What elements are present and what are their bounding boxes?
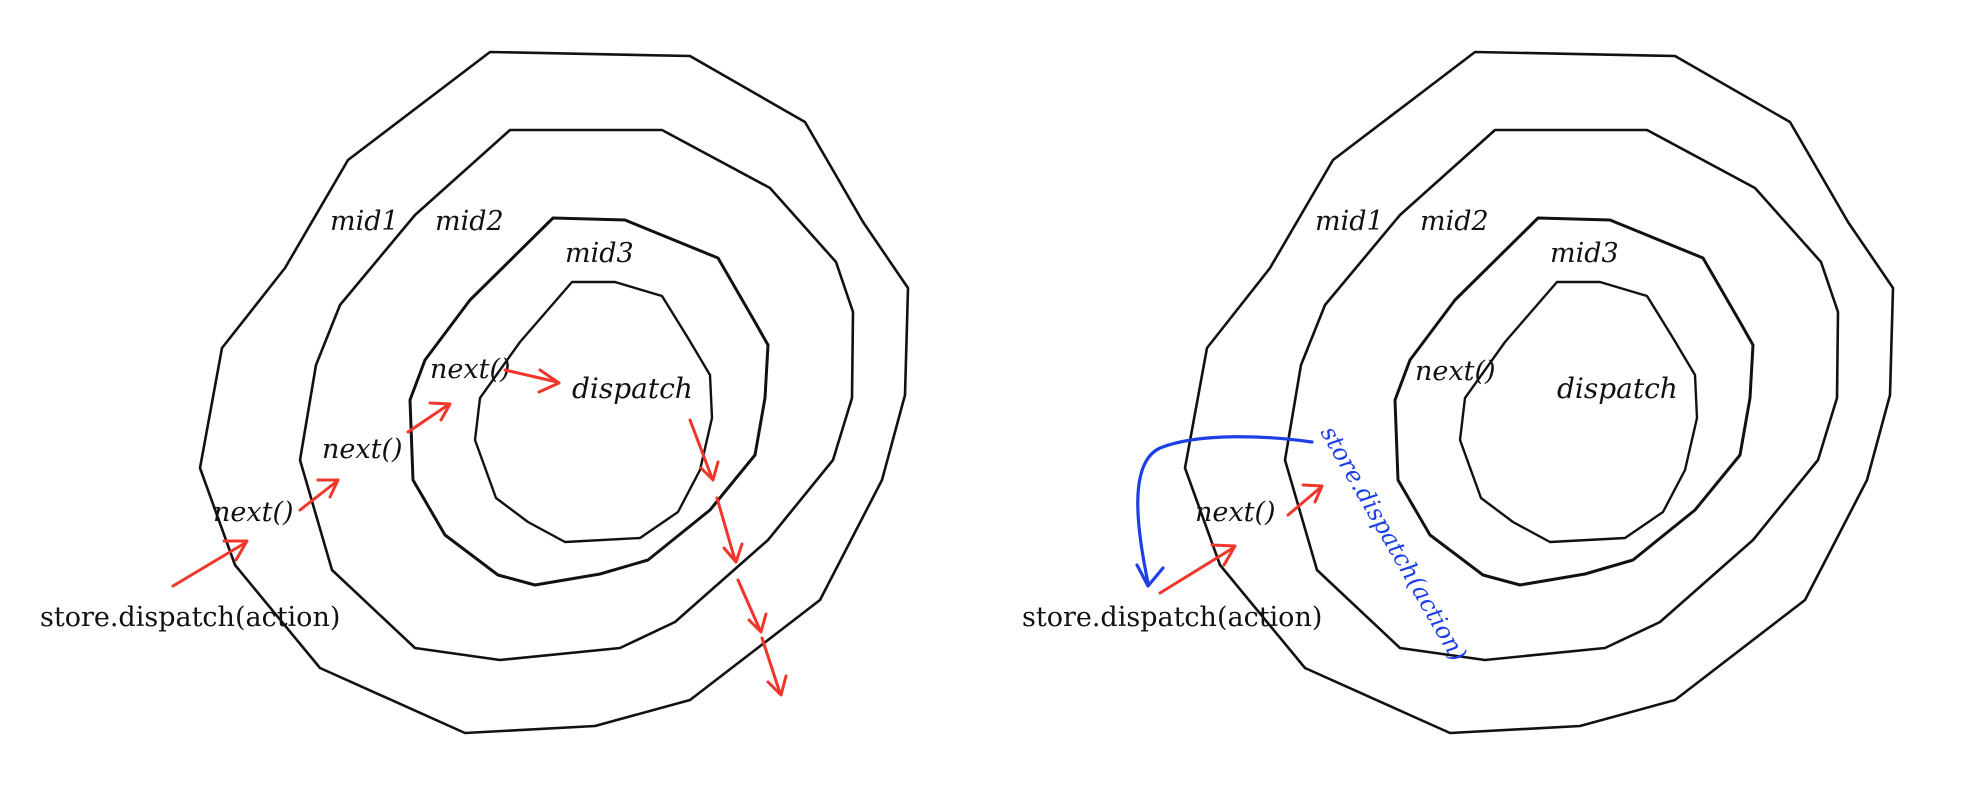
- left-inbound-arrows: [171, 368, 561, 588]
- left-next-label-3: next(): [430, 354, 511, 385]
- left-arrow-out-1-head: [699, 460, 720, 482]
- right-mid1-label: mid1: [1315, 206, 1384, 237]
- left-arrow-next1-head: [316, 478, 340, 499]
- left-outbound-arrows: [688, 418, 788, 697]
- left-core: [473, 280, 714, 544]
- left-arrow-out-1: [688, 418, 714, 480]
- left-arrow-out-4: [760, 636, 782, 695]
- left-ring-mid2: [298, 128, 855, 662]
- left-mid3-label: mid3: [565, 238, 634, 269]
- left-mid1-label: mid1: [330, 206, 399, 237]
- right-ring-mid2: [1283, 128, 1840, 662]
- right-next-label-1: next(): [1195, 497, 1276, 528]
- left-arrow-next1: [298, 480, 338, 512]
- right-core: [1458, 280, 1699, 544]
- right-ring-mid3: [1393, 216, 1755, 587]
- right-ring-mid1: [1183, 50, 1895, 735]
- left-mid2-label: mid2: [435, 206, 504, 237]
- left-arrow-out-3: [736, 578, 762, 632]
- right-arrow-entry: [1158, 546, 1235, 595]
- right-mid2-label: mid2: [1420, 206, 1489, 237]
- right-redispatch-arrow-head: [1135, 563, 1165, 588]
- right-arrow-entry-head: [1210, 543, 1237, 567]
- left-arrow-out-4-head: [766, 674, 788, 697]
- right-next-label-2: next(): [1415, 356, 1496, 387]
- left-arrow-next2-head: [428, 401, 452, 422]
- left-ring-mid1: [198, 50, 910, 735]
- left-panel: mid1 mid2 mid3 dispatch next() next() ne…: [40, 50, 910, 735]
- left-arrow-next3: [503, 368, 559, 384]
- right-inbound-arrows: [1158, 483, 1324, 595]
- left-dispatch-label: dispatch: [572, 372, 693, 405]
- left-arrow-out-2-head: [722, 542, 744, 564]
- left-arrow-entry-head: [222, 539, 249, 562]
- right-mid3-label: mid3: [1550, 238, 1619, 269]
- right-redispatch-arrow: [1136, 435, 1314, 585]
- left-entry-label: store.dispatch(action): [40, 602, 340, 633]
- right-dispatch-label: dispatch: [1557, 372, 1678, 405]
- left-arrow-next3-head: [537, 368, 561, 394]
- left-arrow-out-2: [715, 496, 737, 562]
- left-next-label-1: next(): [213, 497, 294, 528]
- right-arrow-next1: [1286, 486, 1322, 517]
- left-next-label-2: next(): [322, 434, 403, 465]
- left-arrow-next2: [406, 403, 450, 434]
- right-panel: mid1 mid2 mid3 dispatch next() next() st…: [1022, 50, 1895, 735]
- left-arrow-out-3-head: [747, 612, 768, 634]
- left-ring-mid3: [408, 216, 770, 587]
- left-arrow-entry: [171, 541, 247, 588]
- right-entry-label: store.dispatch(action): [1022, 602, 1322, 633]
- right-redispatch-label: store.dispatch(action): [1315, 421, 1473, 666]
- right-arrow-next1-head: [1301, 483, 1324, 504]
